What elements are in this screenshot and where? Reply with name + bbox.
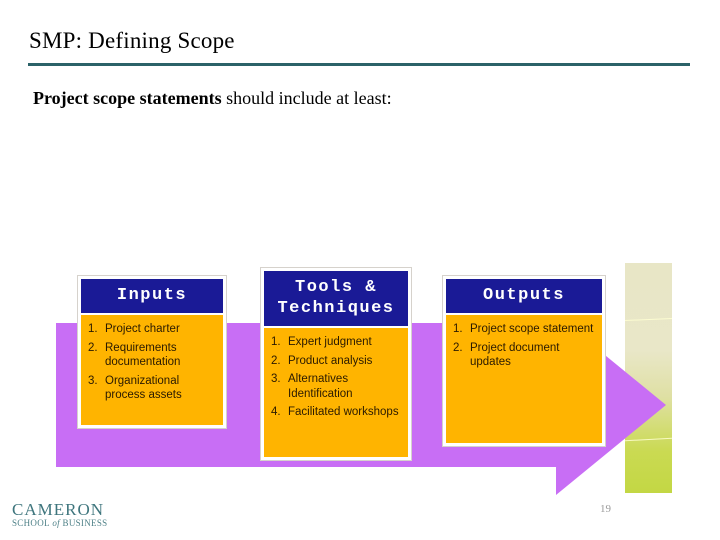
list-item: 1. Project scope statement [453, 322, 596, 337]
item-text: Requirements documentation [105, 341, 181, 369]
list-item: 3. Alternatives Identification [271, 372, 402, 401]
item-number: 2. [453, 341, 463, 354]
item-text: Expert judgment [288, 336, 372, 348]
item-text: Project document updates [470, 341, 560, 369]
list-item: 2. Requirements documentation [88, 341, 217, 370]
item-number: 4. [271, 406, 281, 418]
list-item: 3. Organizational process assets [88, 374, 217, 403]
subtitle-line: Project scope statements should include … [33, 88, 392, 109]
item-text: Project scope statement [470, 323, 594, 335]
item-number: 2. [88, 341, 98, 354]
box-header-outputs: Outputs [446, 279, 602, 315]
box-list-inputs: 1. Project charter 2. Requirements docum… [81, 315, 223, 413]
item-text: Product analysis [288, 354, 373, 367]
process-box-outputs: Outputs 1. Project scope statement 2. Pr… [443, 276, 605, 446]
list-item: 2. Product analysis [271, 354, 402, 369]
item-number: 1. [453, 323, 463, 335]
box-header-tools-techniques: Tools & Techniques [264, 271, 408, 328]
list-item: 1. Project charter [88, 322, 217, 337]
list-item: 4. Facilitated workshops [271, 405, 402, 420]
subtitle-emphasis: Project scope statements [33, 88, 222, 108]
logo-sub-school: SCHOOL [12, 518, 50, 528]
item-text: Alternatives Identification [288, 373, 353, 400]
item-text: Project charter [105, 323, 180, 335]
page-number: 19 [600, 503, 611, 515]
logo-secondary-text: SCHOOL of BUSINESS [12, 518, 122, 529]
list-item: 1. Expert judgment [271, 335, 402, 350]
item-number: 3. [271, 373, 281, 385]
cameron-school-of-business-logo: CAMERON SCHOOL of BUSINESS [12, 501, 122, 529]
logo-sub-of: of [49, 518, 63, 528]
title-divider [28, 63, 690, 66]
process-box-inputs: Inputs 1. Project charter 2. Requirement… [78, 276, 226, 428]
item-number: 1. [88, 323, 98, 335]
item-number: 3. [88, 374, 98, 387]
box-list-tools-techniques: 1. Expert judgment 2. Product analysis 3… [264, 328, 408, 430]
item-text: Facilitated workshops [288, 406, 399, 418]
page-title: SMP: Defining Scope [29, 28, 235, 53]
box-list-outputs: 1. Project scope statement 2. Project do… [446, 315, 602, 380]
box-header-line-2: Techniques [277, 299, 395, 318]
box-header-inputs: Inputs [81, 279, 223, 315]
logo-sub-business: BUSINESS [62, 518, 108, 528]
item-text: Organizational process assets [105, 374, 182, 402]
logo-primary-text: CAMERON [12, 500, 105, 519]
item-number: 1. [271, 336, 281, 348]
subtitle-rest: should include at least: [221, 88, 392, 108]
process-box-tools-techniques: Tools & Techniques 1. Expert judgment 2.… [261, 268, 411, 460]
item-number: 2. [271, 354, 281, 367]
box-header-line-1: Tools & [295, 278, 377, 297]
list-item: 2. Project document updates [453, 341, 596, 370]
